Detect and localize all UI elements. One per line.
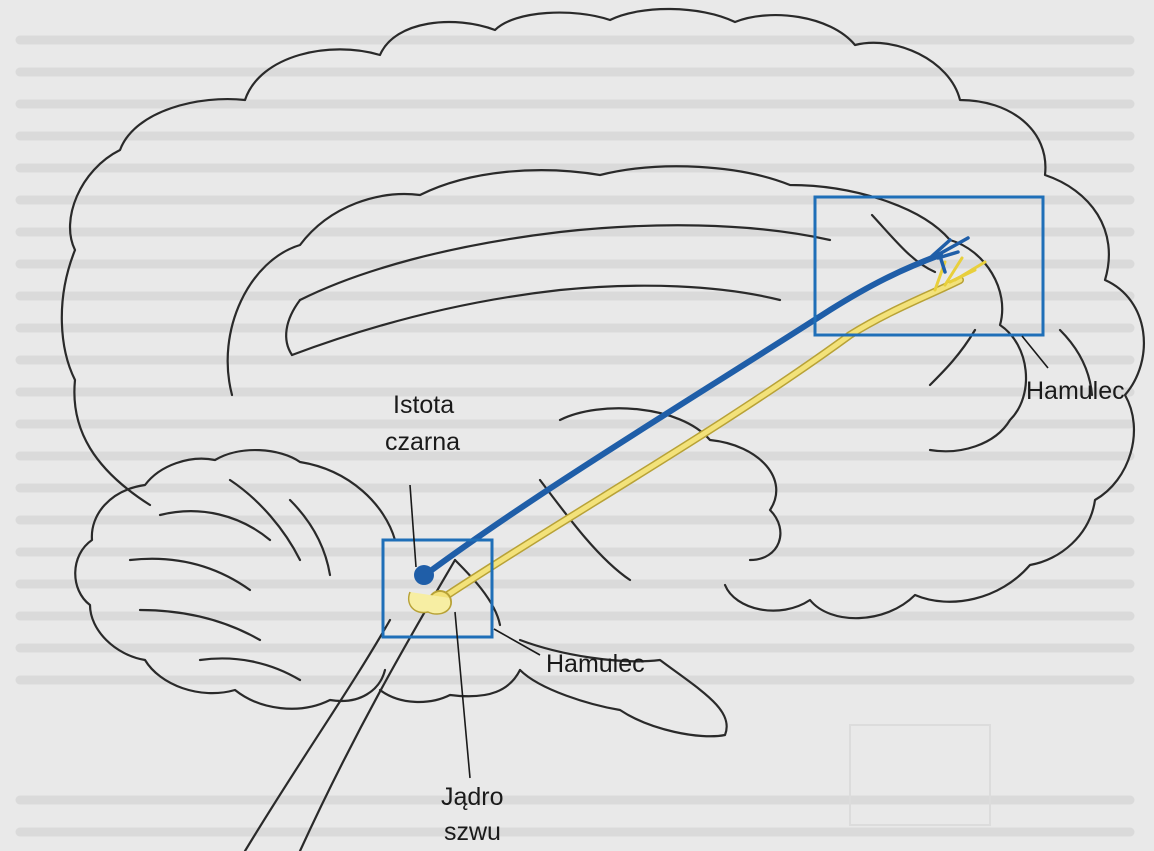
- label-raphe-nucleus-line2: szwu: [444, 818, 501, 846]
- label-substantia-nigra-line1: Istota: [393, 391, 454, 419]
- label-substantia-nigra-line2: czarna: [385, 428, 460, 456]
- label-inhibitor-lower: Hamulec: [546, 650, 645, 678]
- label-inhibitor-upper: Hamulec: [1026, 377, 1125, 405]
- label-raphe-nucleus-line1: Jądro: [441, 783, 504, 811]
- substantia-nigra-neuron-cell: [414, 565, 434, 585]
